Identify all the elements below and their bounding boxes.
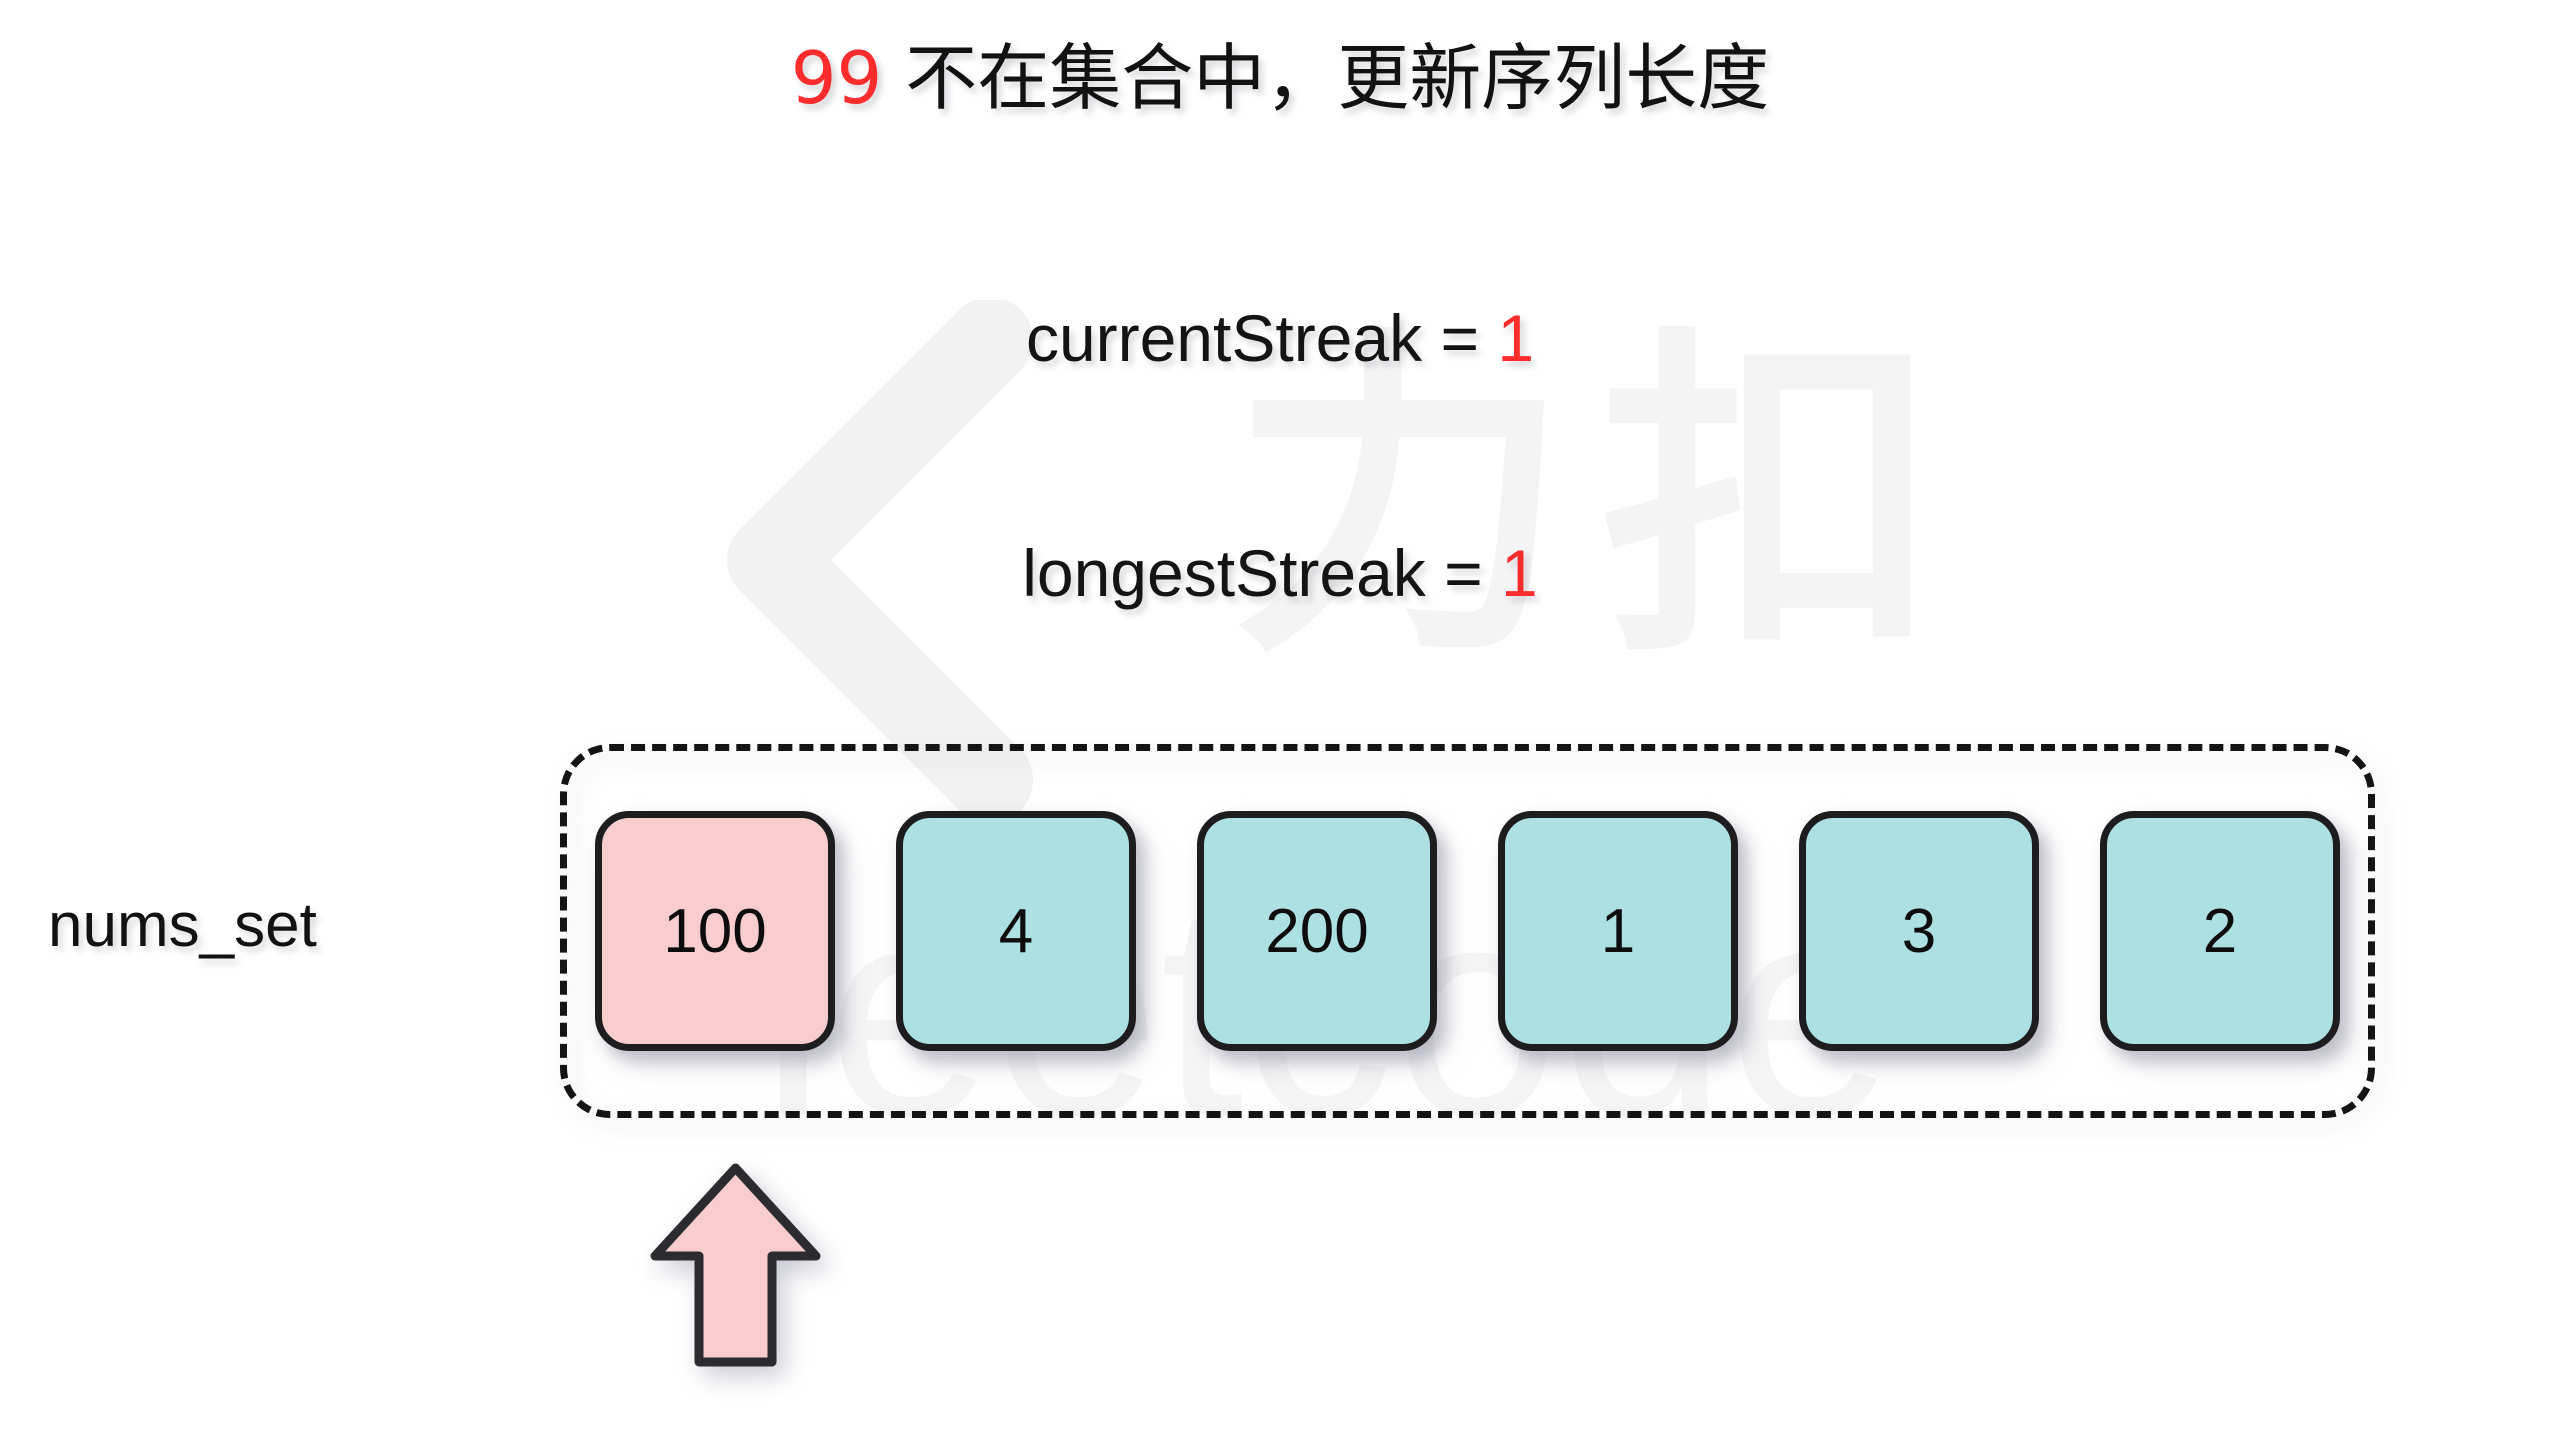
page-title: 99 不在集合中，更新序列长度 (0, 38, 2560, 119)
headline-value: 99 (790, 36, 883, 120)
nums-set-container: 100 4 200 1 3 2 (560, 744, 2375, 1118)
set-cell-value: 200 (1265, 896, 1369, 966)
longest-streak-label: longestStreak (1022, 536, 1426, 610)
current-streak-value: 1 (1497, 301, 1535, 375)
set-cell-value: 2 (2202, 896, 2238, 966)
set-cell: 2 (2100, 811, 2340, 1051)
headline-text: 不在集合中，更新序列长度 (882, 36, 1770, 120)
nums-set-label: nums_set (48, 891, 317, 960)
current-streak-label: currentStreak (1025, 301, 1423, 375)
longest-streak-value: 1 (1501, 536, 1538, 610)
set-cell-value: 3 (1901, 896, 1937, 966)
set-cell: 1 (1498, 811, 1738, 1051)
current-streak-equals: = (1422, 301, 1498, 375)
longest-streak-readout: longestStreak = 1 (0, 540, 2560, 606)
set-cell-value: 1 (1600, 896, 1636, 966)
set-cell: 3 (1799, 811, 2039, 1051)
set-cell: 4 (896, 811, 1136, 1051)
current-streak-readout: currentStreak = 1 (0, 305, 2560, 371)
watermark-cjk-text: 力扣 (1230, 302, 1970, 698)
up-arrow-icon (650, 1163, 821, 1367)
set-cell: 100 (595, 811, 835, 1051)
set-cell-value: 100 (663, 896, 767, 966)
set-cell: 200 (1197, 811, 1437, 1051)
longest-streak-equals: = (1425, 536, 1502, 610)
set-cell-value: 4 (998, 896, 1034, 966)
